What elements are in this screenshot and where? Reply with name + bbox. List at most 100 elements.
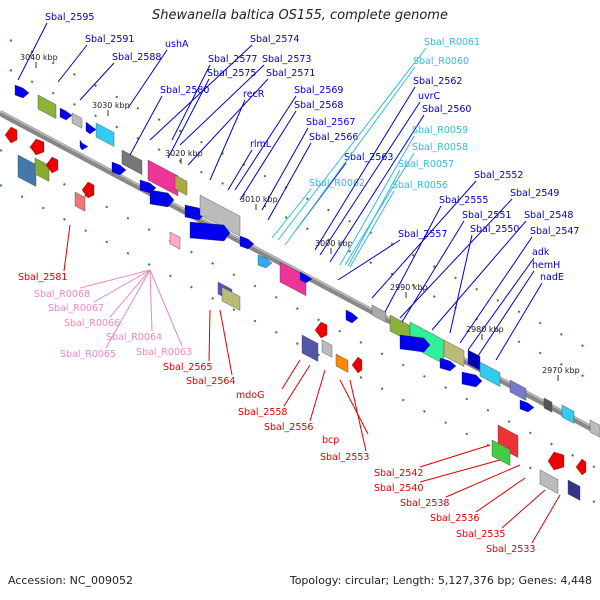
forward-gene-label: Sbal_2571 [266,68,315,79]
forward-gene-arrow [239,235,255,250]
forward-gene-label: Sbal_R0056 [392,180,448,191]
forward-label-leader [227,149,253,191]
forward-gene-label: Sbal_2566 [309,132,358,143]
forward-gene-label: Sbal_2563 [344,152,393,163]
reverse-label-leader [208,309,211,362]
forward-gene-arrow [299,271,313,284]
tick-label: 2970 kbp [542,366,580,375]
reverse-gene-box [335,353,349,373]
reverse-gene-label: Sbal_2565 [163,362,212,373]
forward-gene-box [561,404,575,424]
forward-label-leader [314,86,416,251]
forward-label-leader [337,239,401,281]
forward-gene-label: Sbal_2551 [462,210,511,221]
forward-label-leader [347,169,401,267]
reverse-gene-label: Sbal_2535 [456,529,505,540]
reverse-gene-label: Sbal_2542 [374,468,423,479]
forward-gene-label: hemH [532,260,560,271]
forward-label-leader [267,142,312,221]
forward-gene-arrow [79,139,89,151]
tick-label: 3020 kbp [165,149,203,158]
tick-label: 3000 kbp [315,239,353,248]
forward-label-leader [284,66,416,246]
reverse-gene-box [539,469,559,494]
forward-gene-box [174,174,188,196]
reverse-label-leader [419,459,501,483]
forward-label-leader [17,22,48,81]
reverse-gene-label: Sbal_2536 [430,513,479,524]
forward-gene-label: rlmL [250,139,272,150]
reverse-label-leader [445,464,521,498]
forward-gene-arrow [519,399,535,413]
forward-gene-label: Sbal_2580 [160,85,209,96]
reverse-gene-label: Sbal_2553 [320,452,369,463]
forward-label-leader [477,270,535,357]
forward-gene-arrow [184,204,206,221]
forward-gene-label: Sbal_R0058 [412,142,468,153]
reverse-label-leader [219,309,233,376]
forward-gene-arrow [461,371,483,388]
forward-gene-arrow [149,189,175,208]
forward-gene-label: Sbal_2574 [250,34,299,45]
reverse-gene-label: Sbal_R0065 [60,349,116,360]
forward-gene-box [371,304,387,323]
forward-gene-label: Sbal_2549 [510,188,559,199]
reverse-gene-label: Sbal_2533 [486,544,535,555]
forward-gene-box [543,397,553,413]
forward-gene-label: Sbal_2591 [85,34,134,45]
forward-gene-label: Sbal_2575 [207,68,256,79]
reverse-gene-label: Sbal_R0063 [136,347,192,358]
forward-gene-label: ushA [165,39,189,50]
reverse-label-leader [309,369,326,422]
forward-gene-label: Sbal_2547 [530,226,579,237]
reverse-gene-label: Sbal_2538 [400,498,449,509]
tick-label: 2980 kbp [466,325,504,334]
forward-gene-label: Sbal_2569 [294,85,343,96]
forward-gene-label: Sbal_R0059 [412,125,468,136]
forward-label-leader [271,188,312,239]
forward-gene-label: Sbal_2573 [262,54,311,65]
forward-label-leader [329,114,425,263]
reverse-label-leader [501,489,546,529]
forward-label-leader [371,180,477,299]
forward-gene-arrow [439,357,457,372]
forward-gene-box [509,379,527,401]
reverse-gene-box [34,157,50,182]
forward-gene-label: Sbal_2568 [294,100,343,111]
forward-label-leader [129,95,163,156]
forward-label-leader [209,99,246,181]
reverse-gene-box [17,154,37,187]
forward-gene-label: recR [243,89,265,100]
forward-label-leader [149,44,253,141]
reverse-label-leader [531,494,561,544]
reverse-gene-box [221,286,241,311]
forward-label-leader [179,64,265,146]
forward-label-leader [459,236,533,344]
reverse-gene-label: Sbal_2540 [374,483,423,494]
tick-label: 3010 kbp [240,195,278,204]
reverse-gene-label: Sbal_R0068 [34,289,90,300]
reverse-label-leader [349,379,367,452]
reverse-gene-arrow [575,458,587,476]
forward-label-leader [344,152,415,266]
reverse-label-leader [475,477,526,513]
forward-label-leader [401,220,465,323]
reverse-label-leader [281,359,301,390]
forward-gene-label: Sbal_2588 [112,52,161,63]
reverse-gene-box [74,191,86,212]
reverse-gene-label: Sbal_R0064 [106,332,162,343]
tick-label: 3040 kbp [20,53,58,62]
forward-label-leader [467,257,535,351]
forward-gene-arrow [189,221,231,242]
forward-gene-box [443,339,465,367]
reverse-label-leader [93,269,151,303]
reverse-label-leader [63,224,71,272]
reverse-gene-label: Sbal_R0066 [64,318,120,329]
forward-gene-label: Sbal_2595 [45,12,94,23]
reverse-label-leader [339,379,369,435]
forward-gene-label: uvrC [418,91,441,102]
forward-gene-box [71,112,83,129]
forward-gene-arrow [399,334,431,353]
